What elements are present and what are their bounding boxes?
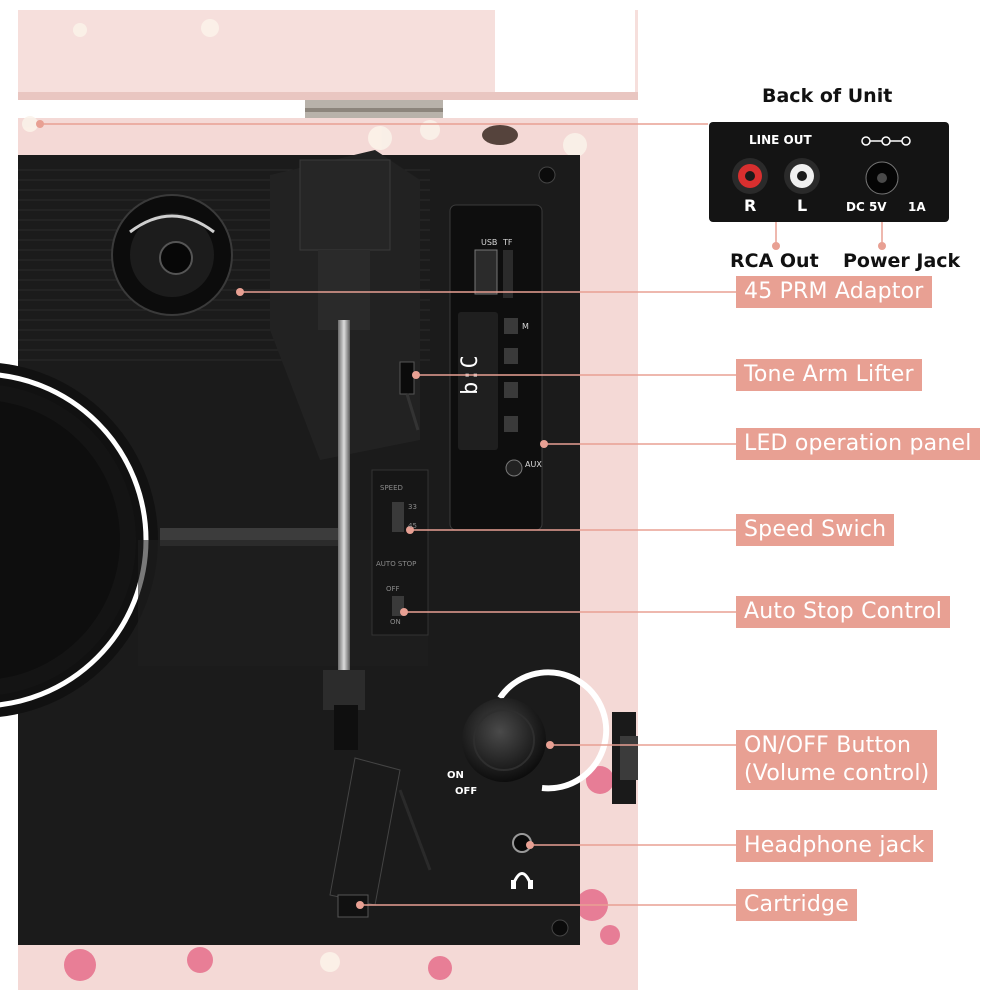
back-of-unit-panel: [709, 122, 949, 222]
power-jack-caption: Power Jack: [843, 250, 961, 272]
rpm-33-label: 33: [408, 503, 417, 511]
auto-stop-label: AUTO STOP: [376, 560, 417, 568]
tone-arm-lifter: [399, 361, 415, 395]
auto-stop-on-label: ON: [390, 618, 401, 626]
line-out-label: LINE OUT: [749, 133, 812, 147]
callout-on-off-line1: ON/OFF Button: [744, 733, 912, 758]
led-display: [458, 312, 498, 450]
back-of-unit-title: Back of Unit: [762, 85, 893, 107]
rca-out-caption: RCA Out: [730, 250, 819, 272]
callout-tone-arm-lifter: Tone Arm Lifter: [736, 359, 922, 391]
screw: [551, 919, 569, 937]
usb-label: USB: [481, 238, 498, 247]
rca-right-label: R: [744, 196, 757, 215]
45-rpm-adaptor: [111, 194, 233, 316]
rpm-45-label: 45: [408, 522, 417, 530]
power-polarity-icon: [861, 136, 911, 146]
callout-auto-stop: Auto Stop Control: [736, 596, 951, 628]
amperage-label: 1A: [908, 200, 926, 214]
callout-led-panel: LED operation panel: [736, 428, 980, 460]
rca-left-label: L: [797, 196, 808, 215]
tf-label: TF: [503, 238, 513, 247]
speed-label: SPEED: [380, 484, 403, 492]
speed-switch: [392, 502, 404, 532]
off-label: OFF: [455, 786, 478, 797]
usb-port: [474, 249, 498, 295]
dc-voltage-label: DC 5V: [846, 200, 887, 214]
counterweight: [299, 159, 391, 251]
floral-pattern: [22, 19, 620, 981]
callout-headphone-jack: Headphone jack: [736, 830, 933, 862]
mode-button-label: M: [522, 322, 529, 331]
aux-port: [505, 459, 523, 477]
callout-cartridge: Cartridge: [736, 889, 857, 921]
cartridge: [323, 670, 432, 918]
callout-45-adaptor: 45 PRM Adaptor: [736, 276, 932, 308]
platter: [0, 363, 158, 717]
on-label: ON: [447, 770, 464, 781]
tone-arm: [338, 320, 350, 700]
leader-lines: [40, 123, 883, 906]
volume-knob: [462, 669, 610, 792]
callout-on-off-button: ON/OFF Button (Volume control): [736, 730, 938, 790]
callout-speed-switch: Speed Swich: [736, 514, 895, 546]
leader-dots: [36, 120, 886, 909]
screw: [538, 166, 556, 184]
auto-stop-off-label: OFF: [386, 585, 400, 593]
aux-label: AUX: [525, 460, 542, 469]
led-operation-panel: b:C: [449, 204, 543, 531]
callout-on-off-line2: (Volume control): [744, 761, 930, 786]
